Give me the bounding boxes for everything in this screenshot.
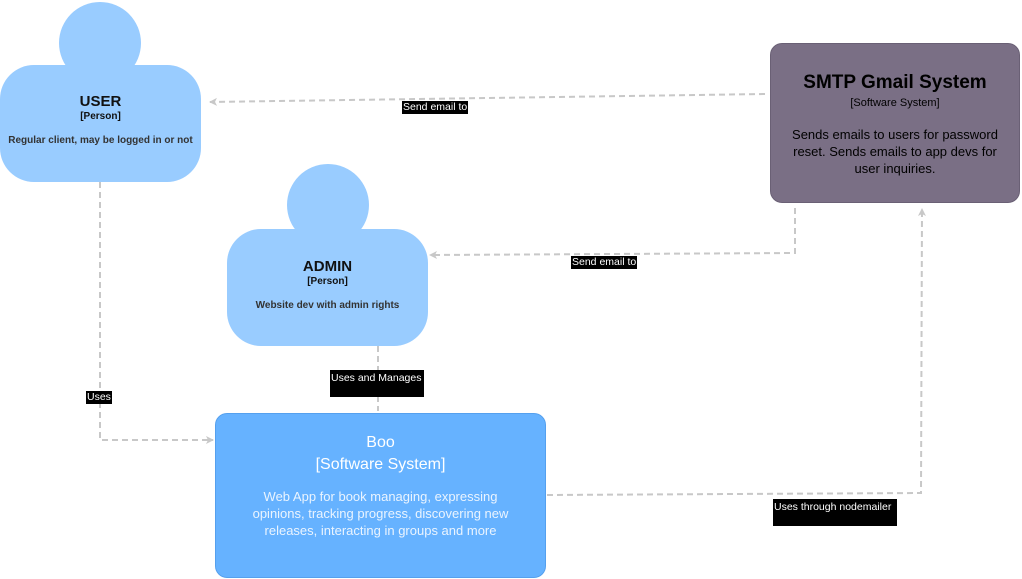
edge-smtp-to-admin (429, 208, 796, 259)
smtp-description: Sends emails to users for password reset… (792, 127, 998, 176)
edge-label-admin-boo: Uses and Manages (330, 370, 424, 397)
user-type: [Person] (80, 111, 121, 122)
admin-type: [Person] (307, 276, 348, 287)
user-person[interactable]: USER [Person] Regular client, may be log… (0, 65, 201, 182)
user-description: Regular client, may be logged in or not (8, 135, 193, 146)
user-name: USER (79, 93, 122, 110)
edge-smtp-to-user (209, 93, 766, 106)
boo-description: Web App for book managing, expressing op… (252, 489, 509, 538)
edge-label-user-boo: Uses (86, 391, 112, 404)
admin-name: ADMIN (302, 258, 353, 275)
boo-type: [Software System] (315, 456, 446, 473)
admin-description: Website dev with admin rights (255, 300, 400, 311)
boo-software-system[interactable]: Boo [Software System] Web App for book m… (215, 413, 546, 578)
smtp-name: SMTP Gmail System (803, 72, 987, 93)
smtp-gmail-system[interactable]: SMTP Gmail System [Software System] Send… (770, 43, 1020, 203)
edge-user-to-boo (99, 182, 214, 444)
edge-label-smtp-user: Send email to (402, 101, 469, 114)
edge-boo-to-smtp (546, 208, 926, 496)
admin-person[interactable]: ADMIN [Person] Website dev with admin ri… (227, 229, 428, 346)
edge-label-boo-smtp: Uses through nodemailer (773, 499, 897, 526)
smtp-type: [Software System] (850, 97, 940, 109)
boo-name: Boo (366, 434, 395, 451)
edge-label-smtp-admin: Send email to (571, 256, 638, 269)
